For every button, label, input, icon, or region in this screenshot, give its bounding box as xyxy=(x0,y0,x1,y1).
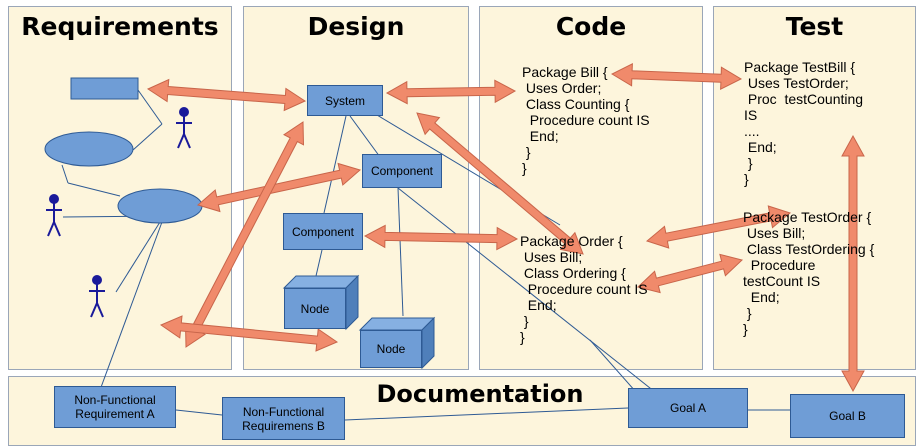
node-2-side xyxy=(421,316,435,370)
nfr-b-goal-a-link xyxy=(344,407,629,421)
test-column xyxy=(713,6,916,370)
goal-a-box: Goal A xyxy=(628,388,748,428)
system-component2-link xyxy=(323,115,347,214)
arrow-testbill-to-goal-b xyxy=(841,134,865,393)
req-link-3 xyxy=(67,182,121,197)
package-order-code: Package Order { Uses Bill; Class Orderin… xyxy=(520,233,648,345)
design-header: Design xyxy=(307,12,405,41)
requirements-header: Requirements xyxy=(21,12,219,41)
nfr-a-b-link xyxy=(175,409,223,416)
system-box: System xyxy=(307,85,383,116)
req-rect-link xyxy=(137,89,163,125)
component2-node-link xyxy=(315,249,323,277)
arrow-system-to-order xyxy=(416,112,584,255)
documentation-header: Documentation xyxy=(376,380,584,408)
arrow-bill-to-testbill xyxy=(610,62,743,91)
package-testorder-code: Package TestOrder { Uses Bill; Class Tes… xyxy=(743,209,875,337)
arrow-req-to-system xyxy=(146,78,307,112)
req-link-2 xyxy=(61,164,69,184)
requirement-rect xyxy=(70,77,139,100)
trace-arrows xyxy=(146,62,865,393)
actor-icon-2 xyxy=(46,194,62,237)
node-1-top xyxy=(282,275,360,289)
requirements-column xyxy=(8,6,232,370)
code-header: Code xyxy=(555,12,627,41)
arrow-system-to-bill xyxy=(385,79,517,105)
component-box-1: Component xyxy=(362,154,442,188)
arrow-order-to-testorder xyxy=(645,205,792,249)
use-case-ellipse-1 xyxy=(44,131,134,167)
package-bill-code: Package Bill { Uses Order; Class Countin… xyxy=(522,64,650,176)
nfr-a-box: Non-Functional Requirement A xyxy=(54,386,176,428)
req-to-doc-link xyxy=(99,221,163,391)
actor-icon-1 xyxy=(176,107,192,149)
node-box-1: Node xyxy=(284,288,346,329)
order-goal-a-link xyxy=(589,339,637,393)
node-box-2: Node xyxy=(360,330,422,368)
arrow-component-to-order xyxy=(363,224,519,251)
code-column xyxy=(479,6,703,370)
node-2-top xyxy=(358,317,436,331)
actor-icon-3 xyxy=(89,275,105,318)
req-link-5 xyxy=(115,221,161,293)
arrow-ordering-to-testordering xyxy=(636,253,744,294)
nfr-b-box: Non-Functional Requiremens B xyxy=(222,397,345,440)
component-goal-a-link xyxy=(397,187,656,393)
package-testbill-code: Package TestBill { Uses TestOrder; Proc … xyxy=(744,59,864,187)
arrow-usecase-to-component xyxy=(196,162,362,213)
test-header: Test xyxy=(785,12,844,41)
component-box-2: Component xyxy=(283,213,363,250)
req-link-1 xyxy=(132,123,163,151)
component-node-link xyxy=(397,187,404,317)
goal-b-box: Goal B xyxy=(790,394,905,438)
use-case-ellipse-2 xyxy=(117,188,203,224)
arrow-requirements-to-node xyxy=(159,315,339,352)
node-1-side xyxy=(345,274,359,331)
system-component-link xyxy=(349,115,381,158)
